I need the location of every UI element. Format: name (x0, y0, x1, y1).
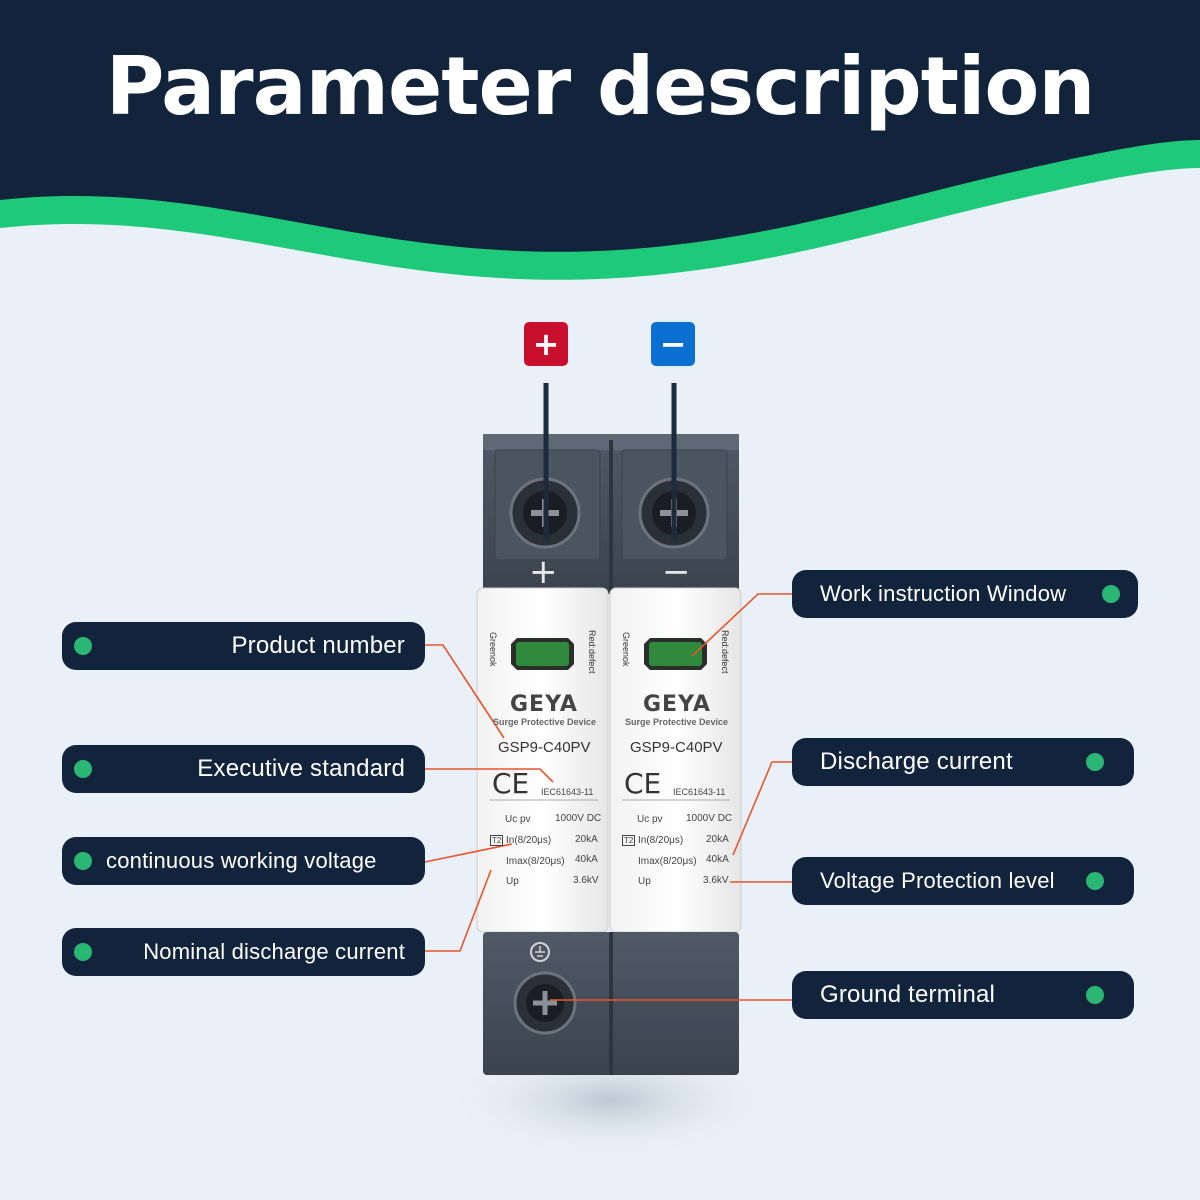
spec-label-up-right-pole: Up (638, 876, 651, 887)
callout-nominal-discharge-current: Nominal discharge current (62, 928, 425, 976)
device-type-left-pole: Surge Protective Device (493, 717, 597, 727)
leader-discharge-current (732, 761, 792, 856)
callout-label: Nominal discharge current (143, 939, 405, 964)
callout-voltage-protection-level: Voltage Protection level (792, 857, 1134, 905)
callout-product-number: Product number (62, 622, 425, 670)
leader-product-number (425, 644, 505, 739)
leader-continuous-voltage (424, 843, 513, 863)
module-bodies (476, 587, 742, 933)
spec-value-up-left-pole: 3.6kV (573, 875, 599, 886)
bullet-dot-icon (1086, 986, 1104, 1004)
header-band (0, 0, 1200, 252)
positive-polarity-badge: + (524, 322, 568, 366)
spec-value-imax-right-pole: 40kA (706, 854, 729, 865)
class-tag-left-pole: T2 (490, 835, 504, 846)
spec-label-in-left-pole: In(8/20μs) (506, 835, 552, 846)
brand-logo-left-pole: GEYA (510, 692, 578, 717)
callout-label: Work instruction Window (820, 581, 1067, 606)
spec-value-up-right-pole: 3.6kV (703, 875, 729, 886)
callout-label: Discharge current (820, 748, 1013, 775)
positive-terminal-mark: + (529, 552, 558, 592)
callout-label: Product number (231, 632, 405, 659)
negative-terminal-mark: − (662, 552, 691, 592)
spec-value-uc-right-pole: 1000V DC (686, 813, 733, 824)
callout-executive-standard: Executive standard (62, 745, 425, 793)
defect-label-right-pole: Red:defect (720, 630, 730, 674)
bullet-dot-icon (74, 943, 92, 961)
negative-polarity-badge: − (651, 322, 695, 366)
spec-label-in-right-pole: In(8/20μs) (638, 835, 684, 846)
leader-nominal-discharge (425, 869, 492, 952)
callout-label: Ground terminal (820, 981, 996, 1008)
page-title: Parameter description (105, 40, 1096, 133)
model-number-left-pole: GSP9-C40PV (498, 739, 591, 756)
bullet-dot-icon (1086, 872, 1104, 890)
spec-label-up-left-pole: Up (506, 876, 519, 887)
bottom-housing (483, 932, 739, 1075)
spec-label-uc-left-pole: Uc pv (505, 814, 531, 825)
leader-work-window (691, 593, 792, 657)
spec-label-uc-right-pole: Uc pv (637, 814, 663, 825)
bullet-dot-icon (1102, 585, 1120, 603)
callout-label: continuous working voltage (106, 848, 377, 873)
defect-label-left-pole: Red:defect (587, 630, 597, 674)
standard-label-left-pole: IEC61643-11 (541, 787, 594, 797)
class-tag-right-pole: T2 (622, 835, 636, 846)
status-label-left-pole: Greenok (488, 632, 498, 667)
device-type-right-pole: Surge Protective Device (625, 717, 729, 727)
model-number-right-pole: GSP9-C40PV (630, 739, 723, 756)
ce-mark-right-pole: CE (624, 767, 662, 800)
spec-value-in-left-pole: 20kA (575, 834, 598, 845)
spec-value-uc-left-pole: 1000V DC (555, 813, 602, 824)
callout-label: Executive standard (197, 755, 405, 782)
ce-mark-left-pole: CE (492, 767, 530, 800)
spec-label-imax-left-pole: Imax(8/20μs) (506, 856, 565, 867)
leader-lines (424, 593, 792, 1001)
spec-label-imax-right-pole: Imax(8/20μs) (638, 856, 697, 867)
spec-value-imax-left-pole: 40kA (575, 854, 598, 865)
standard-label-right-pole: IEC61643-11 (673, 787, 726, 797)
bullet-dot-icon (1086, 753, 1104, 771)
callout-work-instruction-window: Work instruction Window (792, 570, 1138, 618)
status-label-right-pole: Greenok (621, 632, 631, 667)
callout-ground-terminal: Ground terminal (792, 971, 1134, 1019)
bullet-dot-icon (74, 760, 92, 778)
top-housing (483, 434, 739, 594)
spec-value-in-right-pole: 20kA (706, 834, 729, 845)
callout-label: Voltage Protection level (820, 868, 1055, 893)
callout-discharge-current: Discharge current (792, 738, 1134, 786)
brand-logo-right-pole: GEYA (643, 692, 711, 717)
leader-executive-standard (425, 768, 554, 783)
bullet-dot-icon (74, 637, 92, 655)
bullet-dot-icon (74, 852, 92, 870)
callout-continuous-working-voltage: continuous working voltage (62, 837, 425, 885)
